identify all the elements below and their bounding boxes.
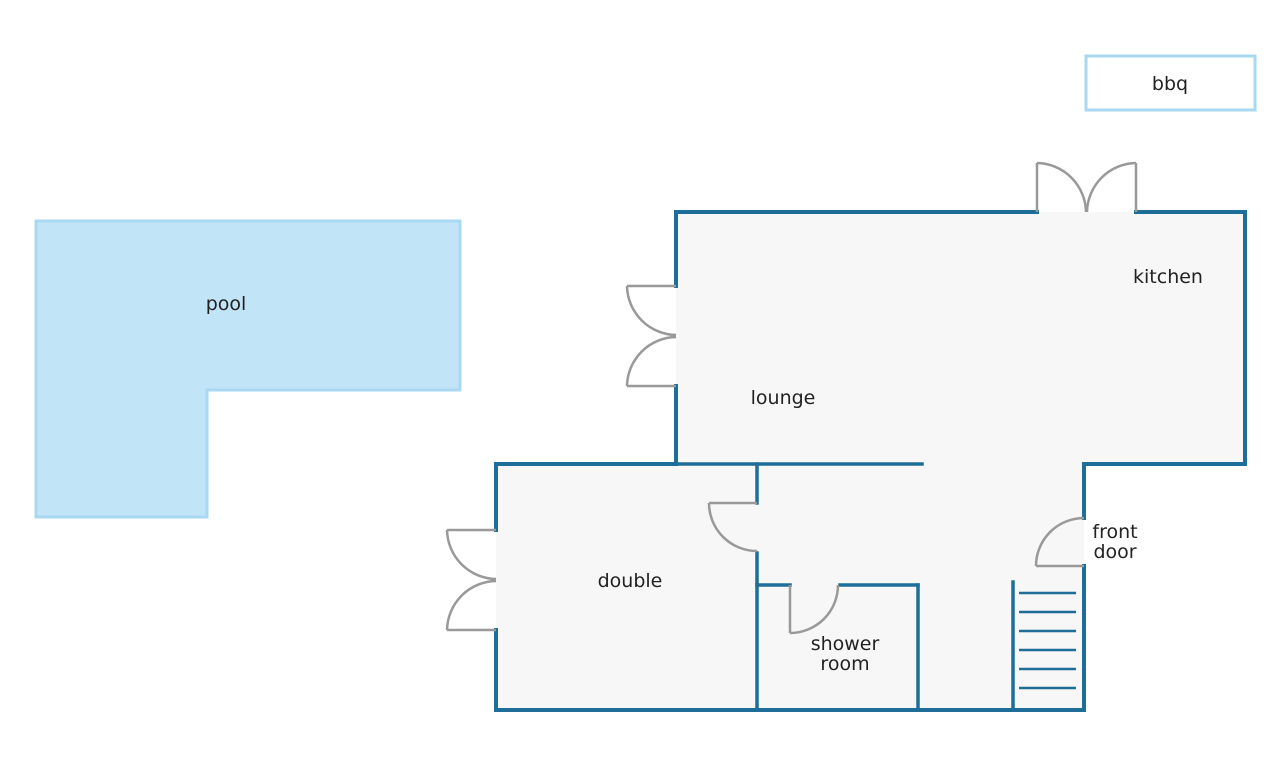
lounge-label: lounge bbox=[751, 387, 816, 409]
doors bbox=[445, 161, 1138, 635]
front-door[interactable] bbox=[1034, 516, 1085, 568]
front-door-label-line1: front bbox=[1092, 521, 1137, 543]
double-label: double bbox=[598, 570, 663, 592]
front-door-label-line2: door bbox=[1093, 541, 1136, 563]
shower-room-door[interactable] bbox=[788, 584, 840, 635]
house-floor bbox=[496, 212, 1245, 710]
double-room-door[interactable] bbox=[707, 501, 758, 553]
shower-room-label-line2: room bbox=[820, 653, 869, 675]
stairs bbox=[1019, 591, 1076, 690]
bbq-box bbox=[1084, 54, 1257, 112]
double-room-double-door[interactable] bbox=[445, 528, 497, 632]
pool-label: pool bbox=[206, 293, 247, 315]
pool-shape bbox=[34, 219, 462, 519]
outer-walls bbox=[494, 210, 1247, 712]
bbq-label: bbq bbox=[1152, 73, 1188, 95]
lounge-double-door[interactable] bbox=[625, 284, 677, 388]
shower-room-label-line1: shower bbox=[811, 633, 880, 655]
kitchen-label: kitchen bbox=[1133, 266, 1203, 288]
interior-walls bbox=[674, 462, 1015, 712]
kitchen-double-door[interactable] bbox=[1035, 161, 1138, 213]
